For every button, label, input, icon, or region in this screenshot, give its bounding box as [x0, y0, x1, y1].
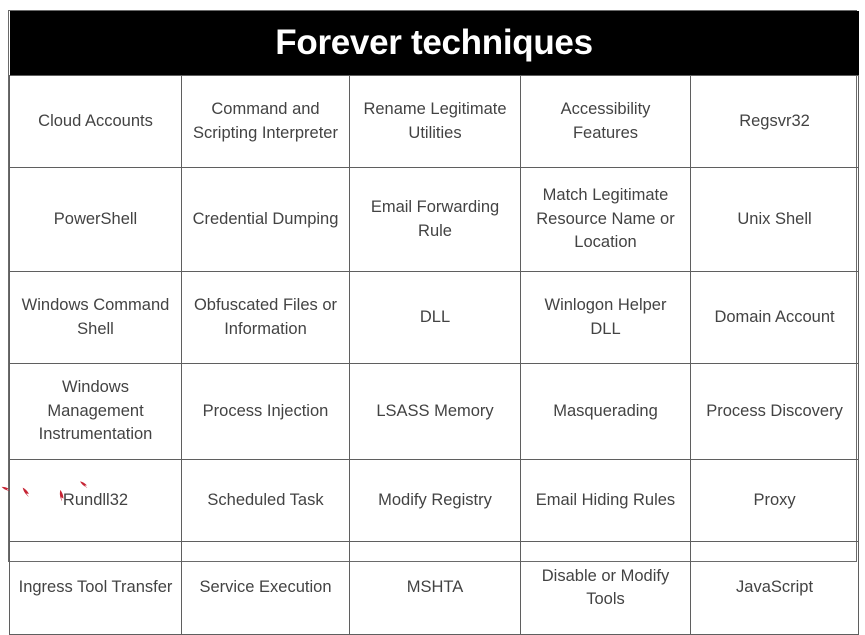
table-cell: DLL [349, 271, 521, 364]
table-row: Rundll32 Scheduled Task Modify Registry … [9, 459, 860, 542]
table-cell: Ingress Tool Transfer [9, 541, 182, 635]
table-row: Windows Command Shell Obfuscated Files o… [9, 271, 860, 364]
table-row: Cloud Accounts Command and Scripting Int… [9, 75, 860, 168]
table-cell: LSASS Memory [349, 363, 521, 460]
table-cell: Process Discovery [689, 363, 860, 460]
table-cell: Credential Dumping [181, 167, 350, 272]
table-cell: MSHTA [349, 541, 521, 635]
table-row: Ingress Tool Transfer Service Execution … [9, 541, 860, 635]
table-cell: Rundll32 [9, 459, 182, 542]
table-cell: Windows Command Shell [9, 271, 182, 364]
table-cell: Service Execution [181, 541, 350, 635]
table-cell: Modify Registry [349, 459, 521, 542]
title-banner-row: Forever techniques [9, 11, 859, 76]
table-cell: Match Legitimate Resource Name or Locati… [520, 167, 691, 272]
table-cell: Obfuscated Files or Information [181, 271, 350, 364]
table-row: Windows Management Instrumentation Proce… [9, 363, 860, 460]
table-cell: Windows Management Instrumentation [9, 363, 182, 460]
table-cell: Cloud Accounts [9, 75, 182, 168]
techniques-table: Forever techniques Cloud Accounts Comman… [9, 11, 860, 635]
table-row: PowerShell Credential Dumping Email Forw… [9, 167, 860, 272]
table-cell: Rename Legitimate Utilities [349, 75, 521, 168]
table-cell: PowerShell [9, 167, 182, 272]
table-cell: Email Hiding Rules [520, 459, 691, 542]
title-banner-cell: Forever techniques [9, 11, 859, 76]
techniques-table-container: Forever techniques Cloud Accounts Comman… [8, 10, 860, 635]
table-cell: Proxy [689, 459, 860, 542]
table-cell: Email Forwarding Rule [349, 167, 521, 272]
table-cell: Disable or Modify Tools [520, 541, 691, 635]
table-cell: Unix Shell [689, 167, 860, 272]
table-cell: Command and Scripting Interpreter [181, 75, 350, 168]
table-cell: Winlogon Helper DLL [520, 271, 691, 364]
table-cell: JavaScript [689, 541, 860, 635]
table-cell: Accessibility Features [520, 75, 691, 168]
table-cell: Scheduled Task [181, 459, 350, 542]
table-cell: Process Injection [181, 363, 350, 460]
table-cell: Domain Account [689, 271, 860, 364]
table-cell: Masquerading [520, 363, 691, 460]
slide-canvas: Forever techniques Cloud Accounts Comman… [1, 10, 860, 635]
table-cell: Regsvr32 [689, 75, 860, 168]
page-title: Forever techniques [275, 23, 593, 62]
